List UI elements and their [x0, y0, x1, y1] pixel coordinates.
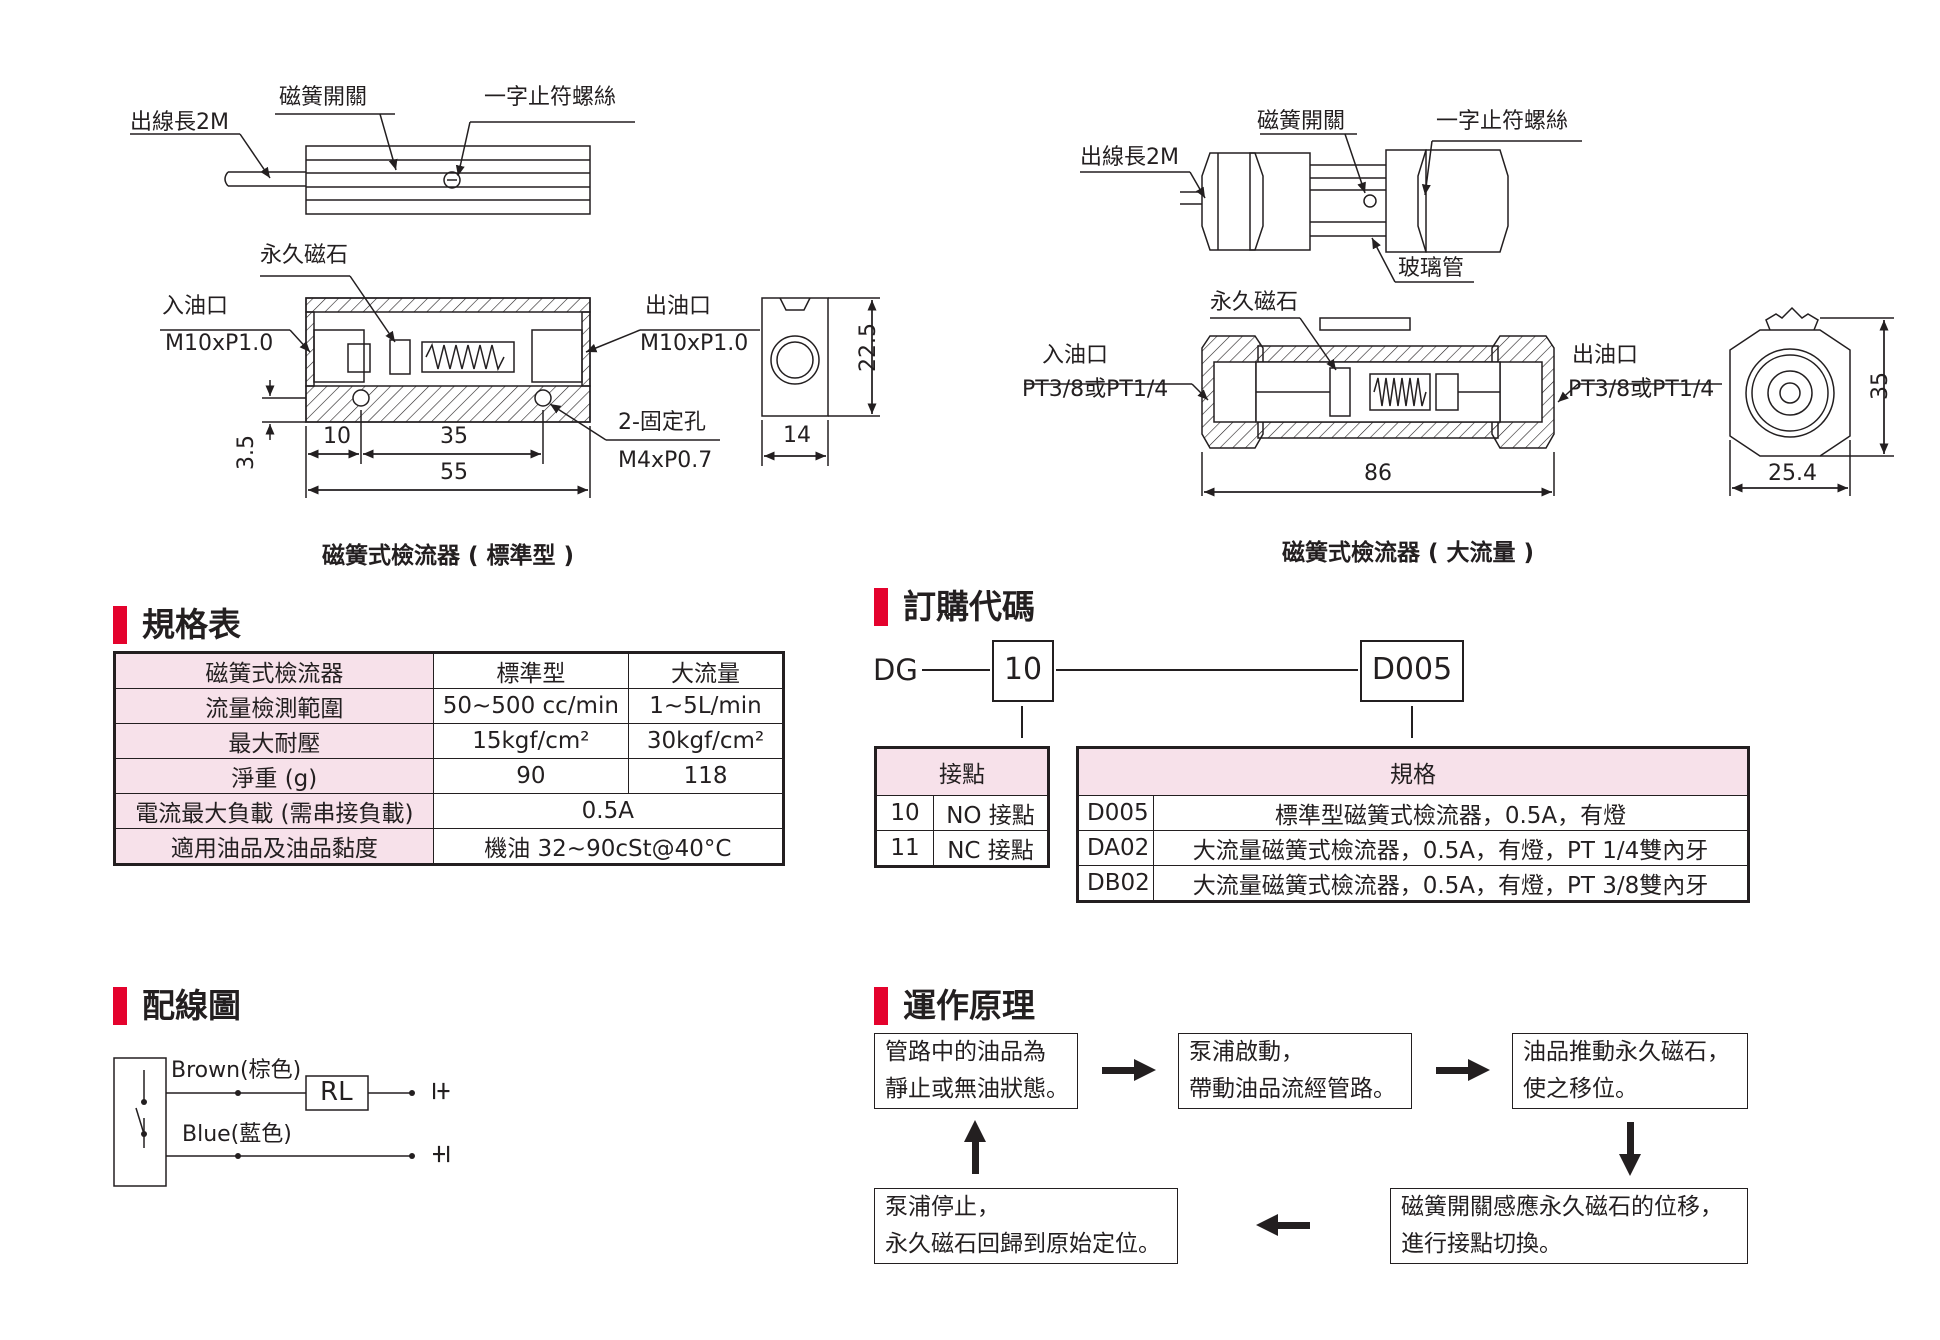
- spec-row-label: 流量檢測範圍: [114, 688, 434, 724]
- table-row: 最大耐壓 15kgf/cm² 30kgf/cm²: [114, 723, 784, 759]
- big-wire-length-label: 出線長2M: [1080, 145, 1179, 170]
- spec-code: DB02: [1077, 865, 1154, 902]
- arrow-left-icon: [1256, 1214, 1310, 1236]
- step-line: 泵浦停止，: [885, 1194, 1000, 1220]
- code-box-contact: 10: [992, 640, 1054, 702]
- glass-tube-label: 玻璃管: [1398, 256, 1465, 281]
- table-row: DB02 大流量磁簧式檢流器，0.5A，有燈，PT 3/8雙內牙: [1077, 865, 1749, 902]
- dim-25-4: 25.4: [1768, 461, 1817, 486]
- fix-holes-label: 2-固定孔: [618, 410, 706, 435]
- step-line: 靜止或無油狀態。: [885, 1076, 1069, 1102]
- spec-cell: 50~500 cc/min: [432, 688, 630, 724]
- spec-cell: 90: [432, 758, 630, 794]
- magnet-label: 永久磁石: [260, 243, 349, 268]
- table-row: DA02 大流量磁簧式檢流器，0.5A，有燈，PT 1/4雙內牙: [1077, 830, 1749, 866]
- step-5-box: 泵浦停止， 永久磁石回歸到原始定位。: [874, 1188, 1178, 1264]
- spec-code: D005: [1077, 795, 1154, 831]
- dim-10: 10: [323, 424, 351, 449]
- big-stop-screw-label: 一字止符螺絲: [1436, 109, 1569, 134]
- inlet-label: 入油口: [162, 294, 229, 319]
- wiring-section-bar: [113, 987, 127, 1025]
- spec-section-bar: [113, 606, 127, 644]
- table-row: D005 標準型磁簧式檢流器，0.5A，有燈: [1077, 795, 1749, 831]
- spec-header-cell: 大流量: [628, 652, 784, 689]
- step-line: 永久磁石回歸到原始定位。: [885, 1231, 1161, 1257]
- spec-section-title: 規格表: [142, 605, 241, 644]
- brown-wire-label: Brown(棕色): [171, 1058, 302, 1083]
- step-line: 泵浦啟動，: [1189, 1039, 1304, 1065]
- wiring-section-title: 配線圖: [142, 986, 241, 1025]
- table-row: 淨重 (g) 90 118: [114, 758, 784, 794]
- spec-cell: 機油 32~90cSt@40°C: [432, 828, 785, 865]
- spec-code-table: 規格 D005 標準型磁簧式檢流器，0.5A，有燈 DA02 大流量磁簧式檢流器…: [1076, 746, 1750, 903]
- order-section-title: 訂購代碼: [903, 587, 1035, 626]
- wire-length-label: 出線長2M: [130, 110, 229, 135]
- reed-switch-label: 磁簧開關: [279, 85, 368, 110]
- fix-thread-label: M4xP0.7: [618, 448, 713, 473]
- dim-86: 86: [1364, 461, 1392, 486]
- contact-table: 接點 10 NO 接點 11 NC 接點: [874, 746, 1050, 868]
- step-1-box: 管路中的油品為 靜止或無油狀態。: [874, 1033, 1078, 1109]
- code-box-spec: D005: [1360, 640, 1464, 702]
- dim-55: 55: [440, 460, 468, 485]
- inlet-thread-label: M10xP1.0: [165, 331, 274, 356]
- spec-code-header: 規格: [1077, 747, 1749, 796]
- step-line: 油品推動永久磁石，: [1523, 1039, 1730, 1065]
- spec-row-label: 適用油品及油品黏度: [114, 828, 434, 865]
- dim-35: 35: [440, 424, 468, 449]
- spec-table: 磁簧式檢流器 標準型 大流量 流量檢測範圍 50~500 cc/min 1~5L…: [113, 651, 785, 866]
- order-prefix: DG: [873, 653, 918, 687]
- spec-cell: 1~5L/min: [628, 688, 784, 724]
- table-row: 11 NC 接點: [875, 830, 1049, 867]
- step-3-box: 油品推動永久磁石， 使之移位。: [1512, 1033, 1748, 1109]
- blue-wire-label: Blue(藍色): [182, 1122, 292, 1147]
- spec-cell: 118: [628, 758, 784, 794]
- arrow-right-icon: [1436, 1059, 1490, 1081]
- spec-desc: 標準型磁簧式檢流器，0.5A，有燈: [1153, 795, 1749, 831]
- arrow-down-icon: [1619, 1122, 1641, 1176]
- step-2-box: 泵浦啟動， 帶動油品流經管路。: [1178, 1033, 1412, 1109]
- spec-row-label: 淨重 (g): [114, 758, 434, 794]
- big-inlet-label: 入油口: [1042, 343, 1109, 368]
- big-outlet-thread-label: PT3/8或PT1/4: [1568, 377, 1715, 402]
- spec-header-cell: 磁簧式檢流器: [114, 652, 434, 689]
- highflow-caption: 磁簧式檢流器 ( 大流量 ): [1282, 540, 1535, 566]
- step-4-box: 磁簧開關感應永久磁石的位移， 進行接點切換。: [1390, 1188, 1748, 1264]
- big-magnet-label: 永久磁石: [1210, 290, 1299, 315]
- outlet-thread-label: M10xP1.0: [640, 331, 749, 356]
- big-inlet-thread-label: PT3/8或PT1/4: [1022, 377, 1169, 402]
- arrow-right-icon: [1102, 1059, 1156, 1081]
- contact-code: 10: [875, 795, 934, 831]
- outlet-label: 出油口: [645, 294, 712, 319]
- standard-caption: 磁簧式檢流器 ( 標準型 ): [322, 543, 575, 569]
- spec-header-row: 磁簧式檢流器 標準型 大流量: [114, 652, 784, 689]
- contact-desc: NC 接點: [933, 830, 1049, 867]
- spec-row-label: 最大耐壓: [114, 723, 434, 759]
- order-section-bar: [874, 588, 888, 626]
- arrow-up-icon: [964, 1120, 986, 1174]
- step-line: 帶動油品流經管路。: [1189, 1076, 1396, 1102]
- load-label: RL: [320, 1077, 353, 1107]
- spec-cell: 15kgf/cm²: [432, 723, 630, 759]
- big-outlet-label: 出油口: [1572, 343, 1639, 368]
- principle-section-bar: [874, 987, 888, 1025]
- step-line: 使之移位。: [1523, 1076, 1638, 1102]
- stop-screw-label: 一字止符螺絲: [484, 85, 617, 110]
- step-line: 管路中的油品為: [885, 1039, 1046, 1065]
- dim-14: 14: [783, 423, 811, 448]
- spec-header-cell: 標準型: [432, 652, 630, 689]
- principle-section-title: 運作原理: [903, 986, 1035, 1025]
- step-line: 磁簧開關感應永久磁石的位移，: [1401, 1194, 1723, 1220]
- table-row: 流量檢測範圍 50~500 cc/min 1~5L/min: [114, 688, 784, 724]
- step-line: 進行接點切換。: [1401, 1231, 1562, 1257]
- big-reed-switch-label: 磁簧開關: [1257, 109, 1346, 134]
- contact-header: 接點: [875, 747, 1049, 796]
- table-row: 適用油品及油品黏度 機油 32~90cSt@40°C: [114, 828, 785, 865]
- spec-desc: 大流量磁簧式檢流器，0.5A，有燈，PT 3/8雙內牙: [1153, 865, 1749, 902]
